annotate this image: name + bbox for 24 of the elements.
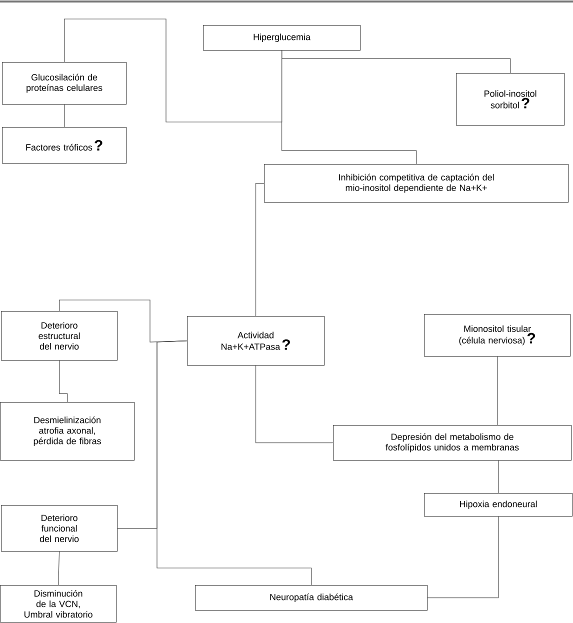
connector-line [497, 356, 498, 426]
connector-line [64, 18, 282, 122]
process-box: Factores tróficos ? [2, 127, 127, 164]
connector-line [58, 551, 60, 586]
connector-line [156, 340, 312, 586]
connector-line [59, 360, 68, 402]
connector-line [498, 460, 499, 494]
process-box: Deterioro funcional del nervio [1, 505, 118, 552]
process-box: Neuropatía diabética [195, 585, 428, 611]
connector-line [256, 365, 334, 444]
process-box: Deterioro estructural del nervio [1, 311, 118, 361]
process-box: Depresión del metabolismo de fosfolípidos unidos a membranas [333, 425, 572, 461]
process-box: Glucosilación de proteínas celulares [2, 62, 127, 105]
process-box: Inhibición competitiva de captación del mio-inositol dependiente de Na+K+ [264, 164, 569, 203]
process-box: Poliol-inositol sorbitol ? [456, 73, 565, 126]
connector-line [427, 516, 499, 598]
connector-line [282, 50, 417, 164]
connector-line [256, 183, 264, 316]
process-box: Hipoxia endoneural [424, 493, 573, 517]
process-box: Disminución de la VCN, Umbral vibratorio [0, 585, 117, 623]
process-box: Actividad Na+K+ATPasa? [187, 316, 325, 366]
process-box: Desmielinización atrofia axonal, pérdida de fibras [0, 402, 135, 461]
connector-line [64, 104, 65, 128]
process-box: Hiperglucemia [203, 25, 361, 51]
